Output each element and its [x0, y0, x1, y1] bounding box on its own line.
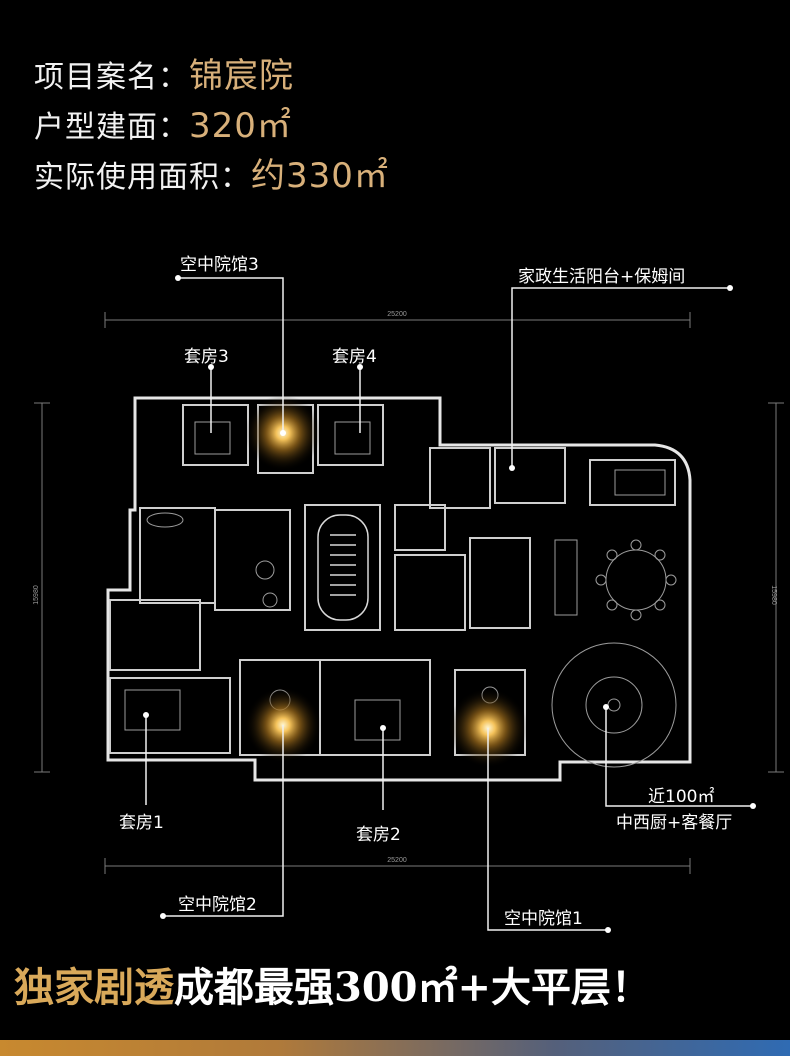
dim-top: 25200 — [387, 311, 407, 318]
outer-walls — [106, 396, 692, 782]
dim-bottom: 25200 — [387, 857, 407, 864]
project-name-value: 锦宸院 — [189, 56, 294, 96]
furniture — [124, 421, 677, 768]
label-suite-3: 套房3 — [184, 347, 229, 367]
usable-area-value: 约330㎡ — [251, 156, 389, 196]
label-kitchen-area: 近100㎡ — [648, 787, 715, 807]
project-name-label: 项目案名： — [34, 60, 189, 95]
build-area-label: 户型建面： — [34, 110, 189, 145]
headline-part-2: 成都最强300㎡+大平层！ — [174, 964, 652, 1011]
dim-right: 15980 — [770, 585, 777, 605]
label-suite-1: 套房1 — [119, 813, 164, 833]
label-sky-court-1: 空中院馆1 — [504, 909, 583, 929]
interior-walls — [109, 404, 676, 756]
dim-left: 15980 — [33, 585, 40, 605]
label-sky-court-3: 空中院馆3 — [180, 255, 259, 275]
headline-part-1: 独家剧透 — [14, 964, 174, 1011]
label-suite-4: 套房4 — [332, 347, 377, 367]
build-area-value: 320㎡ — [189, 106, 292, 146]
label-kitchen-desc: 中西厨+客餐厅 — [616, 813, 733, 833]
callout-lines — [145, 277, 753, 931]
project-name-row: 项目案名：锦宸院 — [34, 48, 294, 97]
usable-area-label: 实际使用面积： — [34, 160, 251, 195]
label-housekeeping: 家政生活阳台+保姆间 — [518, 267, 686, 287]
staircase — [317, 514, 369, 621]
callout-dots — [143, 275, 756, 933]
label-sky-court-2: 空中院馆2 — [178, 895, 257, 915]
bottom-gradient-bar — [0, 1040, 790, 1056]
usable-area-row: 实际使用面积：约330㎡ — [34, 148, 389, 197]
dimension-lines — [34, 312, 784, 874]
label-suite-2: 套房2 — [356, 825, 401, 845]
headline: 独家剧透成都最强300㎡+大平层！ — [14, 955, 651, 1013]
build-area-row: 户型建面：320㎡ — [34, 98, 292, 147]
sky-court-glows — [245, 395, 528, 768]
